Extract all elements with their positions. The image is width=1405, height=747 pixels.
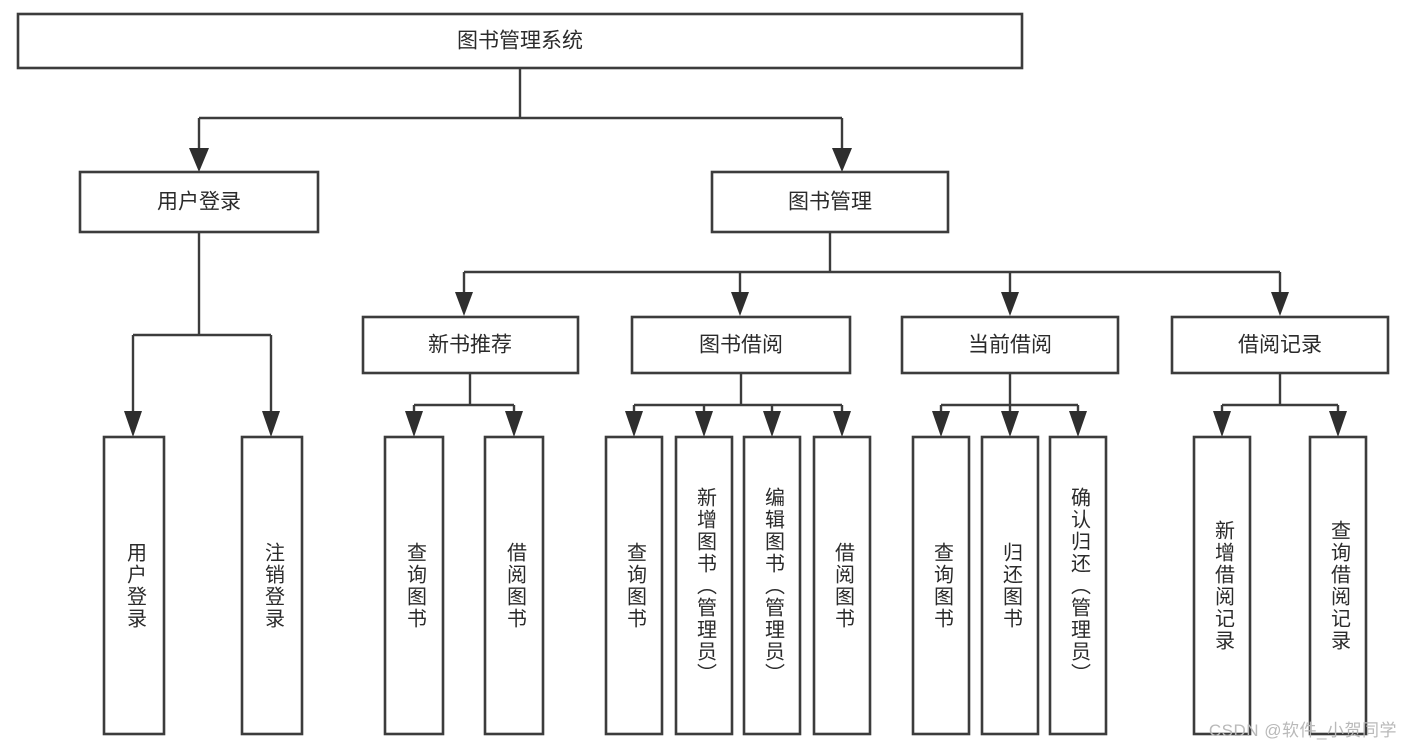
arrow-head-br-leaf-1 — [1213, 411, 1231, 437]
node-book-manage[interactable]: 图书管理 — [710, 170, 950, 234]
node-user-login-box[interactable] — [78, 170, 320, 234]
arrow-head-book-borrow — [731, 292, 749, 316]
arrow-head-new-book-recommend — [455, 292, 473, 316]
watermark-text: CSDN @软件_小贺同学 — [1208, 721, 1397, 740]
node-borrow-record[interactable]: 借阅记录 — [1170, 315, 1390, 375]
arrow-head-cb-leaf-1 — [932, 411, 950, 437]
node-root-label: 图书管理系统 — [457, 30, 583, 53]
arrow-head-book-manage — [832, 148, 852, 172]
node-current-borrow-label: 当前借阅 — [968, 334, 1052, 357]
node-book-manage-label: 图书管理 — [788, 191, 872, 214]
arrow-head-borrow-record — [1271, 292, 1289, 316]
connector-group-current-borrow — [932, 373, 1087, 437]
arrow-head-user-login — [189, 148, 209, 172]
leaf-box-bb-borrow-book[interactable] — [812, 435, 872, 736]
arrow-head-br-leaf-2 — [1329, 411, 1347, 437]
node-book-borrow-box[interactable] — [630, 315, 852, 375]
leaf-box-cb-return-book[interactable] — [980, 435, 1040, 736]
arrow-head-bb-leaf-1 — [625, 411, 643, 437]
node-user-login[interactable]: 用户登录 — [78, 170, 320, 234]
arrow-head-leaf-logout — [262, 411, 280, 437]
arrow-head-bb-leaf-3 — [763, 411, 781, 437]
leaf-boxes-new-book-recommend[interactable] — [383, 435, 545, 736]
leaf-box-user-login[interactable] — [102, 435, 166, 736]
connector-group-user-login — [124, 232, 280, 437]
node-new-book-recommend-box[interactable] — [361, 315, 580, 375]
leaf-boxes-user-login[interactable] — [102, 435, 304, 736]
leaf-box-nbr-query-book[interactable] — [383, 435, 445, 736]
arrow-head-cb-leaf-2 — [1001, 411, 1019, 437]
leaf-box-bb-edit-book[interactable] — [742, 435, 802, 736]
connector-group-new-book-recommend — [405, 373, 523, 437]
leaf-boxes-book-borrow[interactable] — [604, 435, 872, 736]
node-root-box[interactable] — [16, 12, 1024, 70]
leaf-box-logout[interactable] — [240, 435, 304, 736]
leaf-box-br-add-record[interactable] — [1192, 435, 1252, 736]
arrow-head-leaf-user-login — [124, 411, 142, 437]
arrow-head-current-borrow — [1001, 292, 1019, 316]
arrow-head-nbr-leaf-1 — [405, 411, 423, 437]
leaf-box-bb-add-book[interactable] — [674, 435, 734, 736]
node-root[interactable]: 图书管理系统 — [16, 12, 1024, 70]
node-user-login-label: 用户登录 — [157, 191, 241, 214]
connector-group-book-borrow — [625, 373, 851, 437]
node-new-book-recommend[interactable]: 新书推荐 — [361, 315, 580, 375]
node-borrow-record-box[interactable] — [1170, 315, 1390, 375]
arrow-head-nbr-leaf-2 — [505, 411, 523, 437]
arrow-head-bb-leaf-2 — [695, 411, 713, 437]
node-new-book-recommend-label: 新书推荐 — [428, 334, 512, 357]
leaf-box-bb-query-book[interactable] — [604, 435, 664, 736]
connector-group-book-manage — [455, 232, 1289, 316]
node-current-borrow-box[interactable] — [900, 315, 1120, 375]
node-book-manage-box[interactable] — [710, 170, 950, 234]
leaf-boxes-borrow-record[interactable] — [1192, 435, 1368, 736]
node-book-borrow[interactable]: 图书借阅 — [630, 315, 852, 375]
arrow-head-bb-leaf-4 — [833, 411, 851, 437]
connector-group-root — [189, 68, 852, 172]
arrow-head-cb-leaf-3 — [1069, 411, 1087, 437]
leaf-box-br-query-record[interactable] — [1308, 435, 1368, 736]
leaf-boxes-current-borrow[interactable] — [911, 435, 1108, 736]
node-book-borrow-label: 图书借阅 — [699, 334, 783, 357]
leaf-box-cb-confirm-return[interactable] — [1048, 435, 1108, 736]
leaf-box-nbr-borrow-book[interactable] — [483, 435, 545, 736]
connector-group-borrow-record — [1213, 373, 1347, 437]
node-current-borrow[interactable]: 当前借阅 — [900, 315, 1120, 375]
node-borrow-record-label: 借阅记录 — [1238, 334, 1322, 357]
leaf-box-cb-query-book[interactable] — [911, 435, 971, 736]
